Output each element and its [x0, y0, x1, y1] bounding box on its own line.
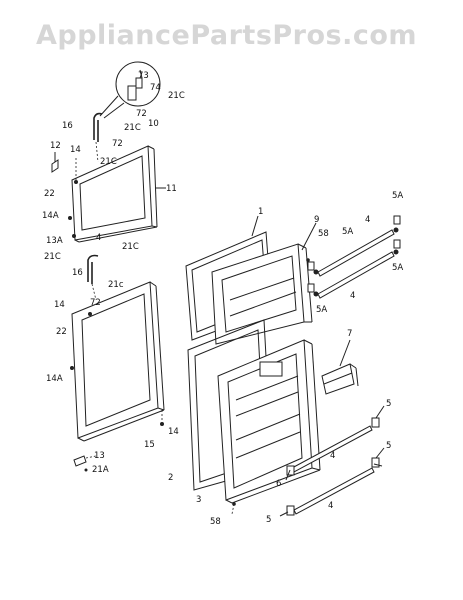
callout-6: 6	[276, 479, 281, 489]
callout-13A: 13A	[46, 236, 63, 246]
callout-4: 4	[328, 501, 333, 511]
callout-2: 2	[168, 473, 173, 483]
callout-5: 5	[386, 399, 391, 409]
callout-5A: 5A	[392, 263, 403, 273]
callout-5: 5	[266, 515, 271, 525]
callout-21A: 21A	[92, 465, 109, 475]
lower-shelf-rails	[286, 417, 380, 516]
freezer-door-frame	[71, 145, 158, 243]
callout-1: 1	[258, 207, 263, 217]
callout-9: 9	[314, 215, 319, 225]
callout-5A: 5A	[392, 191, 403, 201]
callout-4: 4	[96, 233, 101, 243]
callout-13: 13	[94, 451, 105, 461]
callout-58: 58	[318, 229, 329, 239]
callout-22: 22	[44, 189, 55, 199]
callout-14A: 14A	[42, 211, 59, 221]
upper-hinge-tube	[93, 112, 103, 163]
callout-14A: 14A	[46, 374, 63, 384]
upper-shelf-rails	[307, 215, 401, 299]
callout-10: 10	[148, 119, 159, 129]
callout-21C: 21C	[44, 252, 61, 262]
callout-14: 14	[168, 427, 179, 437]
callout-3: 3	[196, 495, 201, 505]
fresh-food-door-liner	[217, 339, 321, 504]
callout-4: 4	[365, 215, 370, 225]
callout-7: 7	[347, 329, 352, 339]
callout-21c: 21c	[108, 280, 124, 290]
callout-5: 5	[386, 441, 391, 451]
screws-58	[231, 258, 310, 515]
callout-15: 15	[144, 440, 155, 450]
callout-12: 12	[50, 141, 61, 151]
freezer-door-liner	[211, 243, 313, 345]
callout-74: 74	[150, 83, 161, 93]
callout-21C: 21C	[122, 242, 139, 252]
detail-magnifier	[99, 61, 161, 119]
watermark-text: AppliancePartsPros.com	[36, 20, 417, 51]
callout-22: 22	[56, 327, 67, 337]
callout-72: 72	[136, 109, 147, 119]
callout-labels: 73 74 21C 72 10 16 21C 72 12 14 21C 11 2…	[42, 71, 403, 527]
callout-5A: 5A	[316, 305, 327, 315]
callout-21C: 21C	[124, 123, 141, 133]
part-12-bar	[51, 152, 59, 173]
leader-lines	[156, 187, 385, 517]
fresh-food-door-frame	[71, 281, 165, 442]
callout-4: 4	[350, 291, 355, 301]
callout-11: 11	[166, 184, 177, 194]
upper-screws	[68, 158, 78, 238]
callout-14: 14	[54, 300, 65, 310]
dairy-door	[321, 363, 359, 395]
callout-16: 16	[62, 121, 73, 131]
callout-5A: 5A	[342, 227, 353, 237]
callout-16: 16	[72, 268, 83, 278]
callout-58: 58	[210, 517, 221, 527]
callout-21C: 21C	[168, 91, 185, 101]
callout-72: 72	[90, 298, 101, 308]
bottom-hinge-parts	[73, 455, 97, 472]
middle-hinge-tube	[87, 254, 99, 301]
callout-21C: 21C	[100, 157, 117, 167]
callout-4: 4	[330, 451, 335, 461]
lower-screws	[70, 312, 164, 426]
callout-14: 14	[70, 145, 81, 155]
callout-72: 72	[112, 139, 123, 149]
callout-73: 73	[138, 71, 149, 81]
